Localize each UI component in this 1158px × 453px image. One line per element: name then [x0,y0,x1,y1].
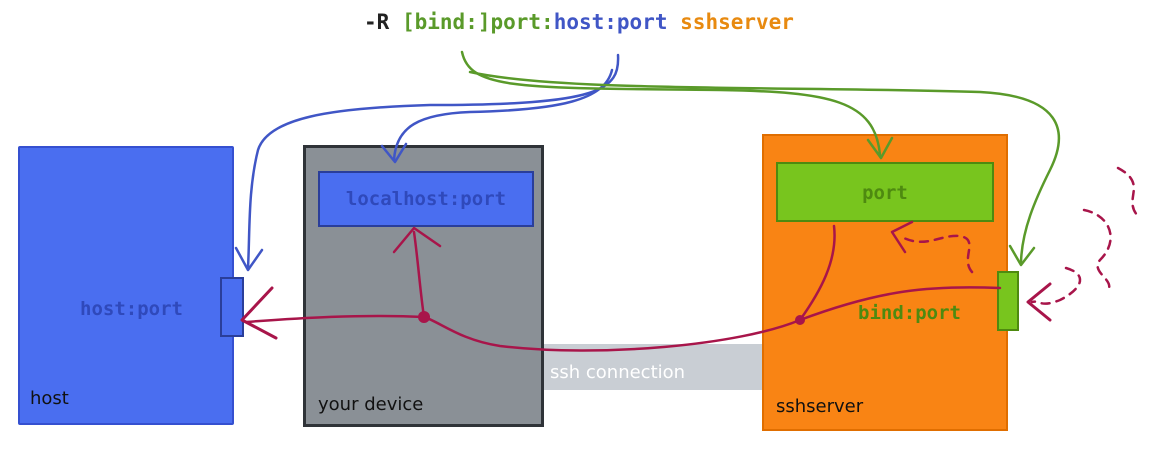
dashed-traffic-bind-3 [1030,266,1082,305]
command-host-port: host:port [553,10,668,34]
green-arrow-to-bind [468,70,1061,264]
dashed-traffic-bind-1 [1116,166,1142,220]
server-port-box: port [776,162,994,222]
server-port-label: port [862,182,908,204]
green-arrow-to-port [460,50,882,157]
tunnel-arrowhead-host [240,286,278,340]
bind-port-tab [997,271,1019,331]
tunnel-junction-device [418,311,430,323]
blue-arrow-to-localhost [392,68,614,162]
command-sshserver: sshserver [680,10,794,34]
tunnel-main-line [244,286,1002,352]
sshserver-caption: sshserver [776,396,864,417]
host-port-tab [220,277,244,337]
device-caption: your device [318,394,424,415]
dashed-traffic-to-port [898,234,974,274]
green-arrowhead-port [866,136,894,160]
green-arrowhead-bind [1008,244,1036,267]
host-caption: host [30,388,69,409]
command-flag: -R [364,10,390,34]
tunnel-branch-port [798,224,836,322]
dashed-traffic-bind-2 [1082,208,1112,292]
tunnel-branch-localhost [412,230,426,319]
blue-arrowhead-localhost [380,142,408,164]
dashed-arrowhead-bind [1026,282,1052,322]
tunnel-junction-server [795,315,805,325]
tunnel-arrowhead-localhost [392,226,442,254]
localhost-port-box: localhost:port [318,171,534,227]
command-line: -R [bind:]port:host:port sshserver [0,10,1158,34]
blue-arrowhead-host [234,246,264,272]
bind-port-label: bind:port [858,302,961,324]
host-port-label: host:port [80,298,183,320]
command-bind-port: [bind:]port: [401,10,554,34]
localhost-port-label: localhost:port [345,188,507,210]
ssh-connection-label: ssh connection [550,362,686,383]
dashed-arrowhead-port [890,220,914,254]
